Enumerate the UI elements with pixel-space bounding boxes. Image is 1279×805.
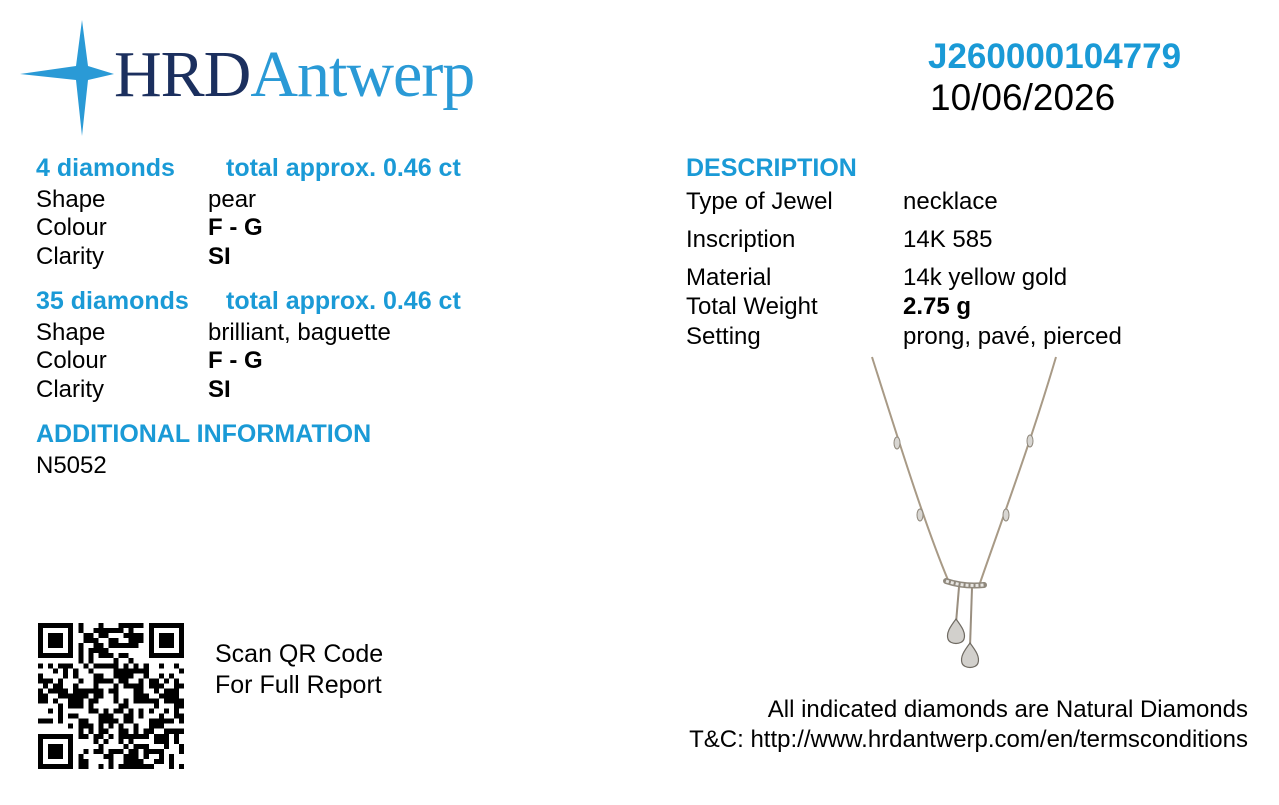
group-1-shape-label: Shape — [36, 186, 106, 213]
necklace-image — [871, 356, 1057, 669]
logo-antwerp: Antwerp — [250, 38, 475, 111]
desc-value-type-of-jewel: necklace — [903, 188, 998, 215]
additional-info-heading: ADDITIONAL INFORMATION — [36, 420, 372, 448]
group-2-colour-value: F - G — [208, 347, 263, 374]
group-2-clarity-label: Clarity — [36, 376, 105, 403]
report-number: J260000104779 — [928, 37, 1182, 76]
group-1-clarity-label: Clarity — [36, 243, 105, 270]
desc-value-inscription: 14K 585 — [903, 226, 993, 253]
group-1-clarity-value: SI — [208, 243, 231, 270]
qr-caption-line-1: Scan QR Code — [215, 640, 384, 668]
desc-label-material: Material — [686, 264, 772, 291]
natural-diamonds-note: All indicated diamonds are Natural Diamo… — [767, 696, 1248, 723]
desc-label-setting: Setting — [686, 323, 761, 350]
group-2-shape-value: brilliant, baguette — [208, 319, 391, 346]
group-1-colour-value: F - G — [208, 214, 263, 241]
group-2-count: 35 diamonds — [36, 287, 189, 315]
qr-code[interactable] — [38, 623, 184, 769]
group-1-shape-value: pear — [208, 186, 257, 213]
group-2-shape-label: Shape — [36, 319, 106, 346]
additional-info-value: N5052 — [36, 452, 107, 479]
desc-value-total-weight: 2.75 g — [903, 293, 972, 320]
hrd-antwerp-logo: HRDAntwerp — [18, 18, 488, 138]
group-2-total: total approx. 0.46 ct — [226, 287, 461, 315]
desc-label-total-weight: Total Weight — [686, 293, 818, 320]
logo-wordmark: HRDAntwerp — [114, 42, 475, 108]
star-icon — [20, 20, 114, 136]
terms-link[interactable]: T&C: http://www.hrdantwerp.com/en/termsc… — [689, 726, 1248, 753]
desc-label-inscription: Inscription — [686, 226, 796, 253]
report-date: 10/06/2026 — [930, 77, 1116, 118]
desc-value-material: 14k yellow gold — [903, 264, 1068, 291]
qr-caption-line-2: For Full Report — [215, 671, 382, 699]
desc-value-setting: prong, pavé, pierced — [903, 323, 1122, 350]
group-1-colour-label: Colour — [36, 214, 107, 241]
group-2-clarity-value: SI — [208, 376, 231, 403]
description-heading: DESCRIPTION — [686, 154, 857, 182]
desc-label-type-of-jewel: Type of Jewel — [686, 188, 833, 215]
group-1-count: 4 diamonds — [36, 154, 175, 182]
group-2-colour-label: Colour — [36, 347, 107, 374]
group-1-total: total approx. 0.46 ct — [226, 154, 461, 182]
logo-hrd: HRD — [114, 38, 251, 111]
